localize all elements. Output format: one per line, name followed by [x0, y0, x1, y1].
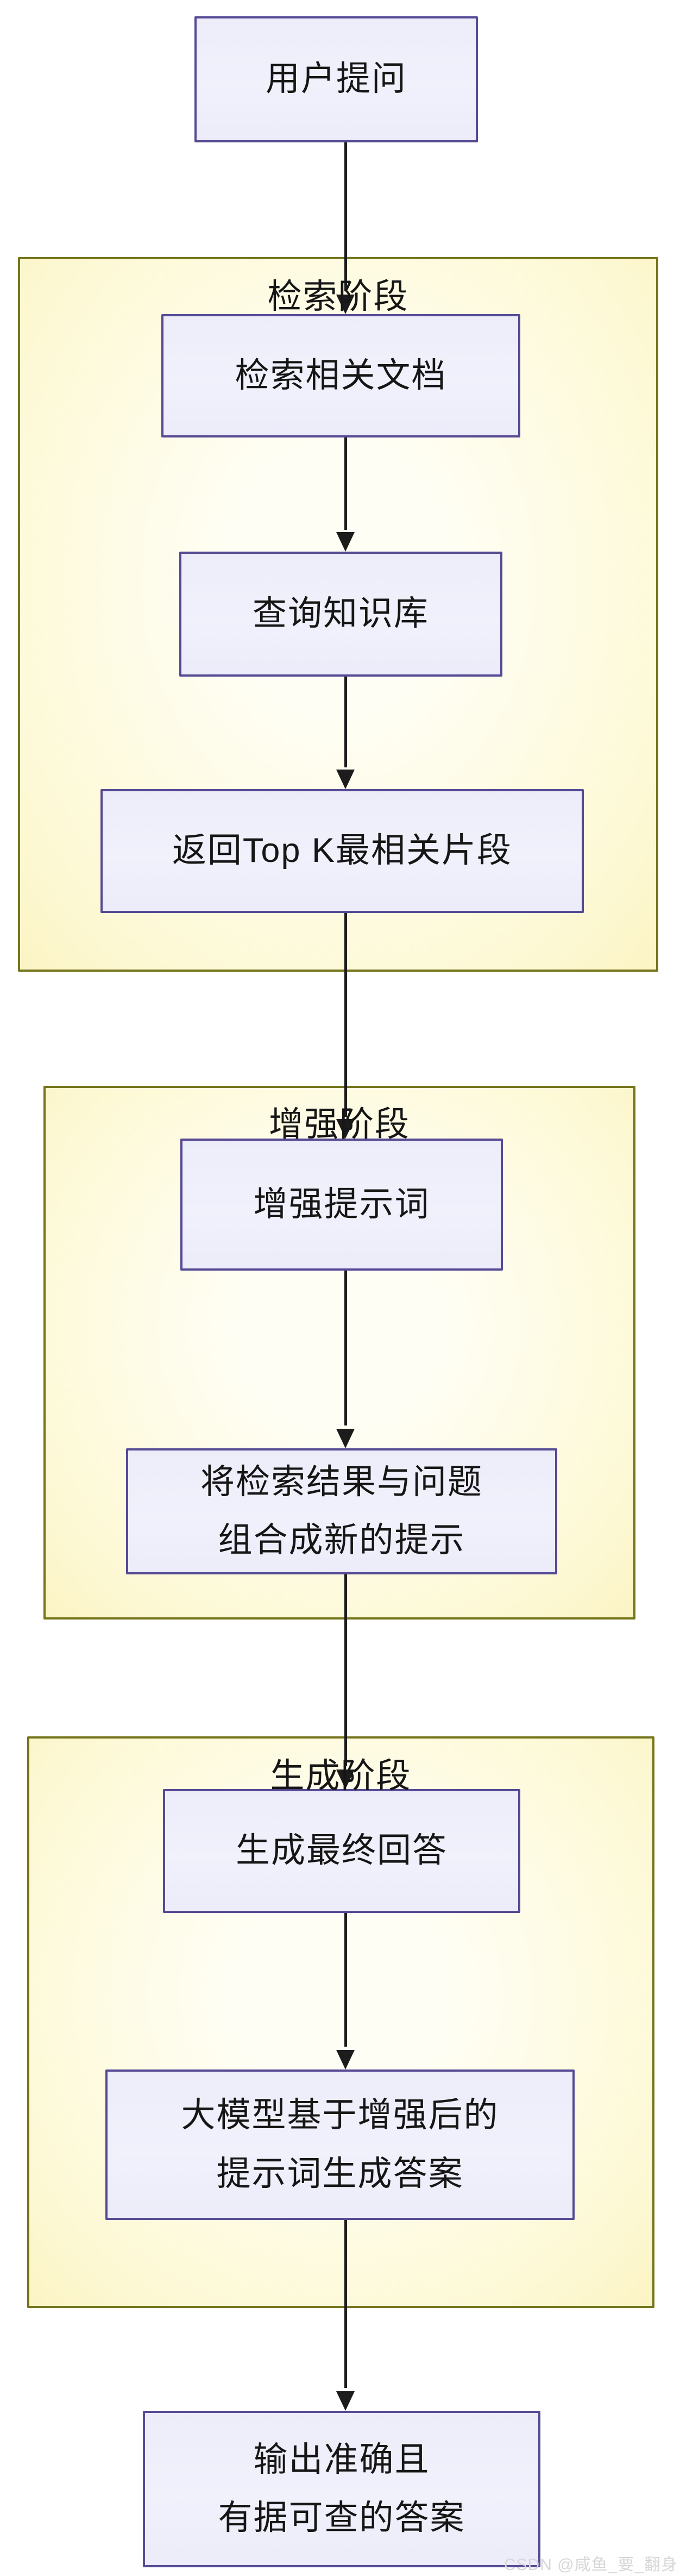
stage-generation-title: 生成阶段: [270, 1757, 412, 1795]
node-return-top-k-label: 返回Top K最相关片段: [172, 831, 513, 870]
flow-arrow-line: [344, 1574, 347, 1766]
node-user-question: 用户提问: [194, 16, 478, 142]
node-return-top-k: 返回Top K最相关片段: [100, 789, 584, 913]
flow-arrowhead-icon: [336, 295, 355, 314]
flow-arrow-line: [344, 677, 347, 767]
node-augment-prompt: 增强提示词: [180, 1139, 503, 1271]
stage-retrieval-title: 检索阶段: [267, 278, 409, 316]
flow-arrowhead-icon: [336, 770, 355, 789]
flow-arrowhead-icon: [336, 2391, 355, 2411]
node-output-answer-label: 输出准确且 有据可查的答案: [218, 2440, 465, 2537]
node-generate-final-answer: 生成最终回答: [163, 1789, 520, 1913]
flow-arrow-line: [344, 1913, 347, 2047]
node-retrieve-docs-label: 检索相关文档: [235, 356, 447, 395]
flow-arrow-line: [344, 1271, 347, 1425]
flow-arrowhead-icon: [336, 532, 355, 552]
flow-arrowhead-icon: [336, 1770, 355, 1789]
stage-augmentation-title: 增强阶段: [269, 1105, 410, 1143]
node-retrieve-docs: 检索相关文档: [161, 314, 520, 437]
flow-arrow-line: [344, 913, 347, 1117]
node-augment-prompt-label: 增强提示词: [253, 1185, 430, 1223]
flow-arrow-line: [344, 2220, 347, 2388]
flow-arrowhead-icon: [336, 2050, 355, 2069]
node-output-answer: 输出准确且 有据可查的答案: [143, 2411, 540, 2567]
node-query-knowledge-base-label: 查询知识库: [253, 595, 429, 633]
flow-arrowhead-icon: [336, 1429, 355, 1448]
node-query-knowledge-base: 查询知识库: [179, 552, 502, 677]
node-llm-generates-answer-label: 大模型基于增强后的 提示词生成答案: [181, 2096, 499, 2193]
flow-arrowhead-icon: [336, 1119, 355, 1139]
flow-arrow-line: [344, 437, 347, 530]
flow-arrow-line: [344, 142, 347, 291]
node-generate-final-answer-label: 生成最终回答: [236, 1831, 448, 1870]
node-user-question-label: 用户提问: [266, 60, 407, 98]
csdn-watermark: CSDN @咸鱼_要_翻身: [503, 2556, 678, 2574]
node-combine-into-new-prompt-label: 将检索结果与问题 组合成新的提示: [200, 1462, 483, 1559]
node-combine-into-new-prompt: 将检索结果与问题 组合成新的提示: [126, 1448, 557, 1574]
node-llm-generates-answer: 大模型基于增强后的 提示词生成答案: [105, 2069, 575, 2220]
